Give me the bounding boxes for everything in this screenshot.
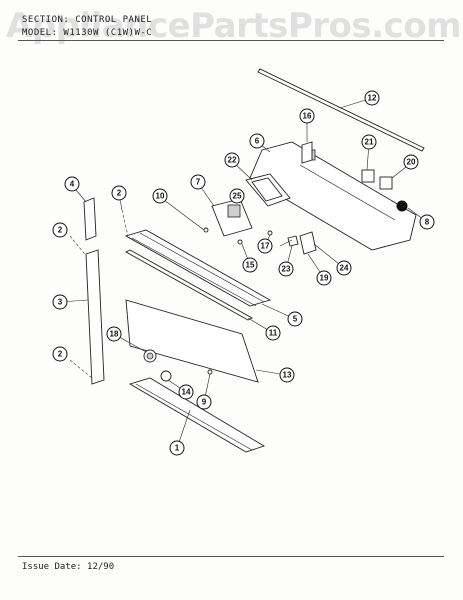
callout-16: 16 <box>299 108 315 124</box>
svg-text:25: 25 <box>233 192 242 201</box>
svg-text:9: 9 <box>202 398 207 407</box>
svg-text:7: 7 <box>196 178 201 187</box>
leader-lines <box>59 97 428 449</box>
issue-date: Issue Date: 12/90 <box>22 562 115 572</box>
part-8-knob <box>396 200 408 212</box>
callout-2-left: 2 <box>52 222 68 238</box>
svg-text:5: 5 <box>293 315 298 324</box>
svg-text:21: 21 <box>365 138 374 147</box>
svg-text:23: 23 <box>282 265 291 274</box>
callout-18: 18 <box>106 326 122 342</box>
svg-text:13: 13 <box>283 371 292 380</box>
callout-9: 9 <box>196 394 212 410</box>
callout-8: 8 <box>419 214 435 230</box>
callout-3: 3 <box>52 294 68 310</box>
svg-text:4: 4 <box>70 180 75 189</box>
callout-23: 23 <box>278 261 294 277</box>
callout-15: 15 <box>242 257 258 273</box>
callout-5: 5 <box>287 311 303 327</box>
svg-text:19: 19 <box>320 274 329 283</box>
part-9-screw <box>207 369 213 375</box>
callout-2-bottom: 2 <box>52 346 68 362</box>
svg-text:16: 16 <box>303 112 312 121</box>
small-hardware <box>203 227 317 255</box>
svg-text:2: 2 <box>117 189 122 198</box>
svg-text:2: 2 <box>58 226 63 235</box>
svg-text:2: 2 <box>58 350 63 359</box>
part-21-switch <box>361 169 375 183</box>
header-divider <box>18 40 444 41</box>
svg-text:20: 20 <box>407 158 416 167</box>
svg-text:6: 6 <box>255 137 260 146</box>
model-number: MODEL: W1130W (C1W)W-C <box>22 28 153 38</box>
callout-21: 21 <box>361 134 377 150</box>
part-22-frame <box>245 173 291 207</box>
callout-10: 10 <box>152 188 168 204</box>
part-1-bottom-trim <box>128 377 266 453</box>
callout-7: 7 <box>190 174 206 190</box>
svg-text:11: 11 <box>269 329 278 338</box>
part-18-knob <box>143 349 157 363</box>
svg-text:15: 15 <box>246 261 255 270</box>
footer-divider <box>18 556 444 557</box>
svg-text:3: 3 <box>58 298 63 307</box>
svg-text:14: 14 <box>182 388 191 397</box>
part-7-clock-housing <box>211 198 253 237</box>
part-13-front-panel <box>125 299 259 383</box>
section-title: SECTION: CONTROL PANEL <box>22 15 153 25</box>
callout-12: 12 <box>364 90 380 106</box>
part-3-side-trim <box>85 249 105 385</box>
part-12-strip <box>257 68 425 152</box>
svg-text:12: 12 <box>368 94 377 103</box>
callout-13: 13 <box>279 367 295 383</box>
svg-text:22: 22 <box>228 156 237 165</box>
svg-text:10: 10 <box>156 192 165 201</box>
callout-19: 19 <box>316 270 332 286</box>
svg-text:8: 8 <box>425 218 430 227</box>
callout-24: 24 <box>336 260 352 276</box>
part-25-clock-face <box>227 204 241 218</box>
part-4-bracket <box>83 197 97 241</box>
part-5-extrusion <box>124 229 272 307</box>
callout-25: 25 <box>229 188 245 204</box>
callout-4: 4 <box>64 176 80 192</box>
svg-text:17: 17 <box>261 242 270 251</box>
svg-text:24: 24 <box>340 264 349 273</box>
callout-6: 6 <box>249 133 265 149</box>
part-14-knob <box>160 370 172 382</box>
svg-text:1: 1 <box>175 444 180 453</box>
callout-1: 1 <box>169 440 185 456</box>
part-16-bracket <box>301 141 313 164</box>
svg-text:18: 18 <box>110 330 119 339</box>
callout-14: 14 <box>178 384 194 400</box>
callout-17: 17 <box>257 238 273 254</box>
part-2-screws <box>69 209 129 379</box>
callout-11: 11 <box>265 325 281 341</box>
callout-2-top: 2 <box>111 185 127 201</box>
part-20-switch <box>379 176 393 190</box>
callout-20: 20 <box>403 154 419 170</box>
callout-22: 22 <box>224 152 240 168</box>
part-11-strip <box>125 249 253 321</box>
